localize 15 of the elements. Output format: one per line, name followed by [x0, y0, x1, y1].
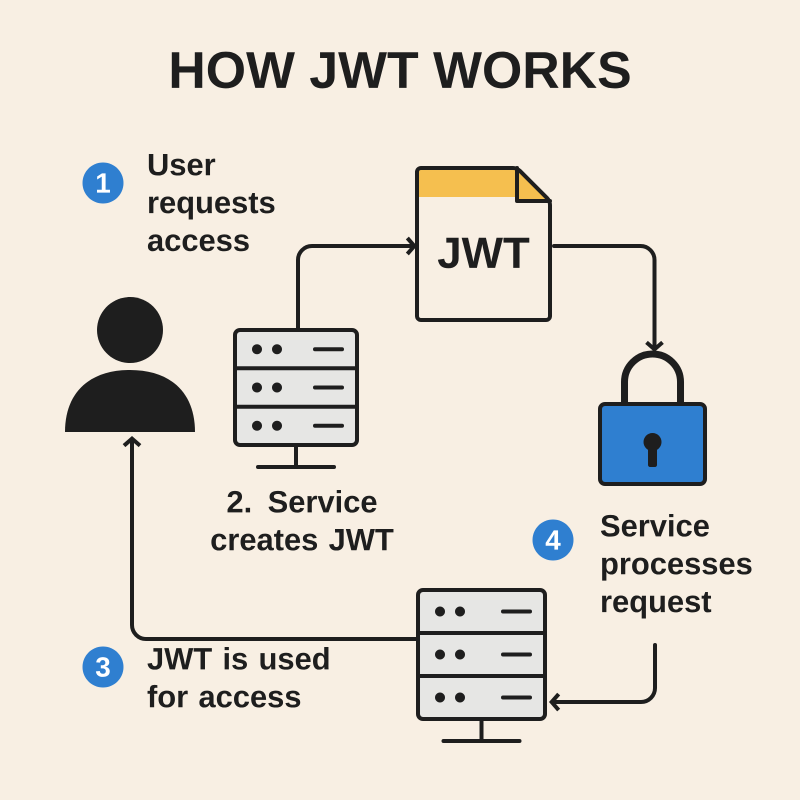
server-icon [233, 328, 359, 469]
step-text: 2. Service creates JWT [211, 490, 394, 551]
server-icon [416, 588, 547, 743]
title: HOW JWT WORKS [172, 52, 630, 88]
callout-number: 3 [82, 646, 124, 688]
arrow [296, 236, 417, 332]
callout-number: 4 [532, 520, 574, 560]
arrow [549, 643, 657, 712]
step-text: JWT is used for access [147, 647, 329, 708]
step-text: User requests access [148, 154, 274, 252]
arrow [552, 244, 664, 352]
callout-number: 1 [82, 162, 124, 204]
padlock-icon [598, 350, 707, 486]
step-text: Service processes request [600, 514, 752, 618]
person-silhouette [65, 297, 195, 432]
